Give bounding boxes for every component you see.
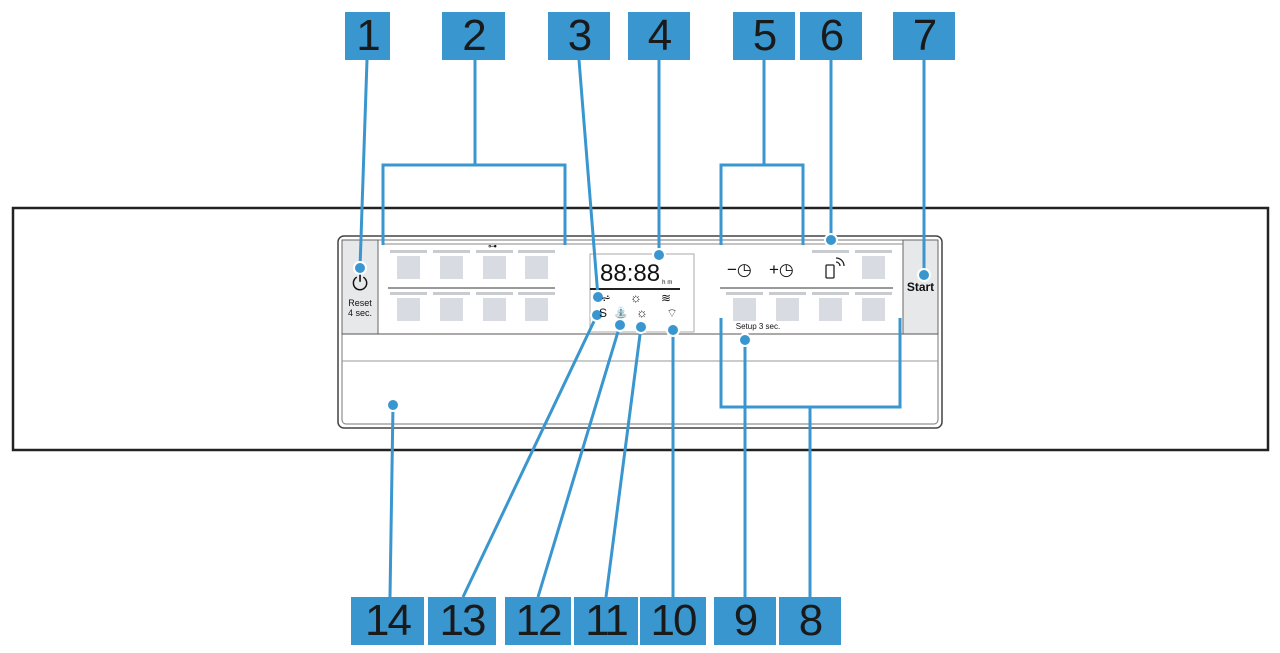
plus-timer-button[interactable]: +◷	[769, 260, 794, 279]
program-buttons	[397, 256, 885, 321]
callout-4: 4	[628, 11, 690, 60]
power-icon[interactable]: ⏻	[352, 273, 368, 295]
callout-5: 5	[733, 11, 795, 60]
start-button[interactable]: Start	[906, 280, 935, 294]
callout-1: 1	[345, 11, 390, 60]
callout-3: 3	[548, 11, 610, 60]
hours-unit: h	[662, 280, 666, 286]
callout-2: 2	[442, 11, 505, 60]
display-readout: 88:88 h m	[600, 261, 672, 287]
minus-timer-button[interactable]: −◷	[727, 260, 752, 279]
leader-lines	[358, 59, 926, 598]
callout-14: 14	[351, 596, 424, 645]
appliance-outline	[11, 206, 1270, 452]
callout-7: 7	[893, 11, 955, 60]
callout-9: 9	[714, 596, 776, 645]
rinse-aid-icon: ⩫	[600, 291, 612, 305]
sun-icon-2: ☼	[636, 305, 648, 320]
wifi-icon: ⌔	[666, 306, 678, 320]
reset-label: Reset 4 sec.	[347, 298, 372, 318]
sun-icon: ☼	[630, 290, 642, 305]
callout-13: 13	[428, 596, 496, 645]
key-icon: ⊶	[488, 241, 497, 251]
setup-label: Setup 3 sec.	[735, 322, 781, 331]
callout-12: 12	[505, 596, 571, 645]
display-icons-row-1: ⩫ ☼ ≋	[598, 290, 674, 306]
panel-outline	[337, 235, 943, 429]
display-icons-row-2: S ⛲ ☼ ⌔	[598, 305, 680, 321]
salt-icon: S	[598, 306, 607, 320]
drying-icon: ≋	[660, 291, 672, 305]
callout-11: 11	[574, 596, 638, 645]
display	[589, 253, 695, 333]
water-tap-icon: ⛲	[614, 307, 628, 319]
display-time: 88:88	[600, 260, 661, 287]
callout-6: 6	[800, 11, 862, 60]
leader-dots	[353, 233, 931, 412]
minutes-unit: m	[667, 280, 673, 286]
callout-8: 8	[779, 596, 841, 645]
phone-remote-icon	[825, 257, 845, 279]
callout-10: 10	[640, 596, 706, 645]
